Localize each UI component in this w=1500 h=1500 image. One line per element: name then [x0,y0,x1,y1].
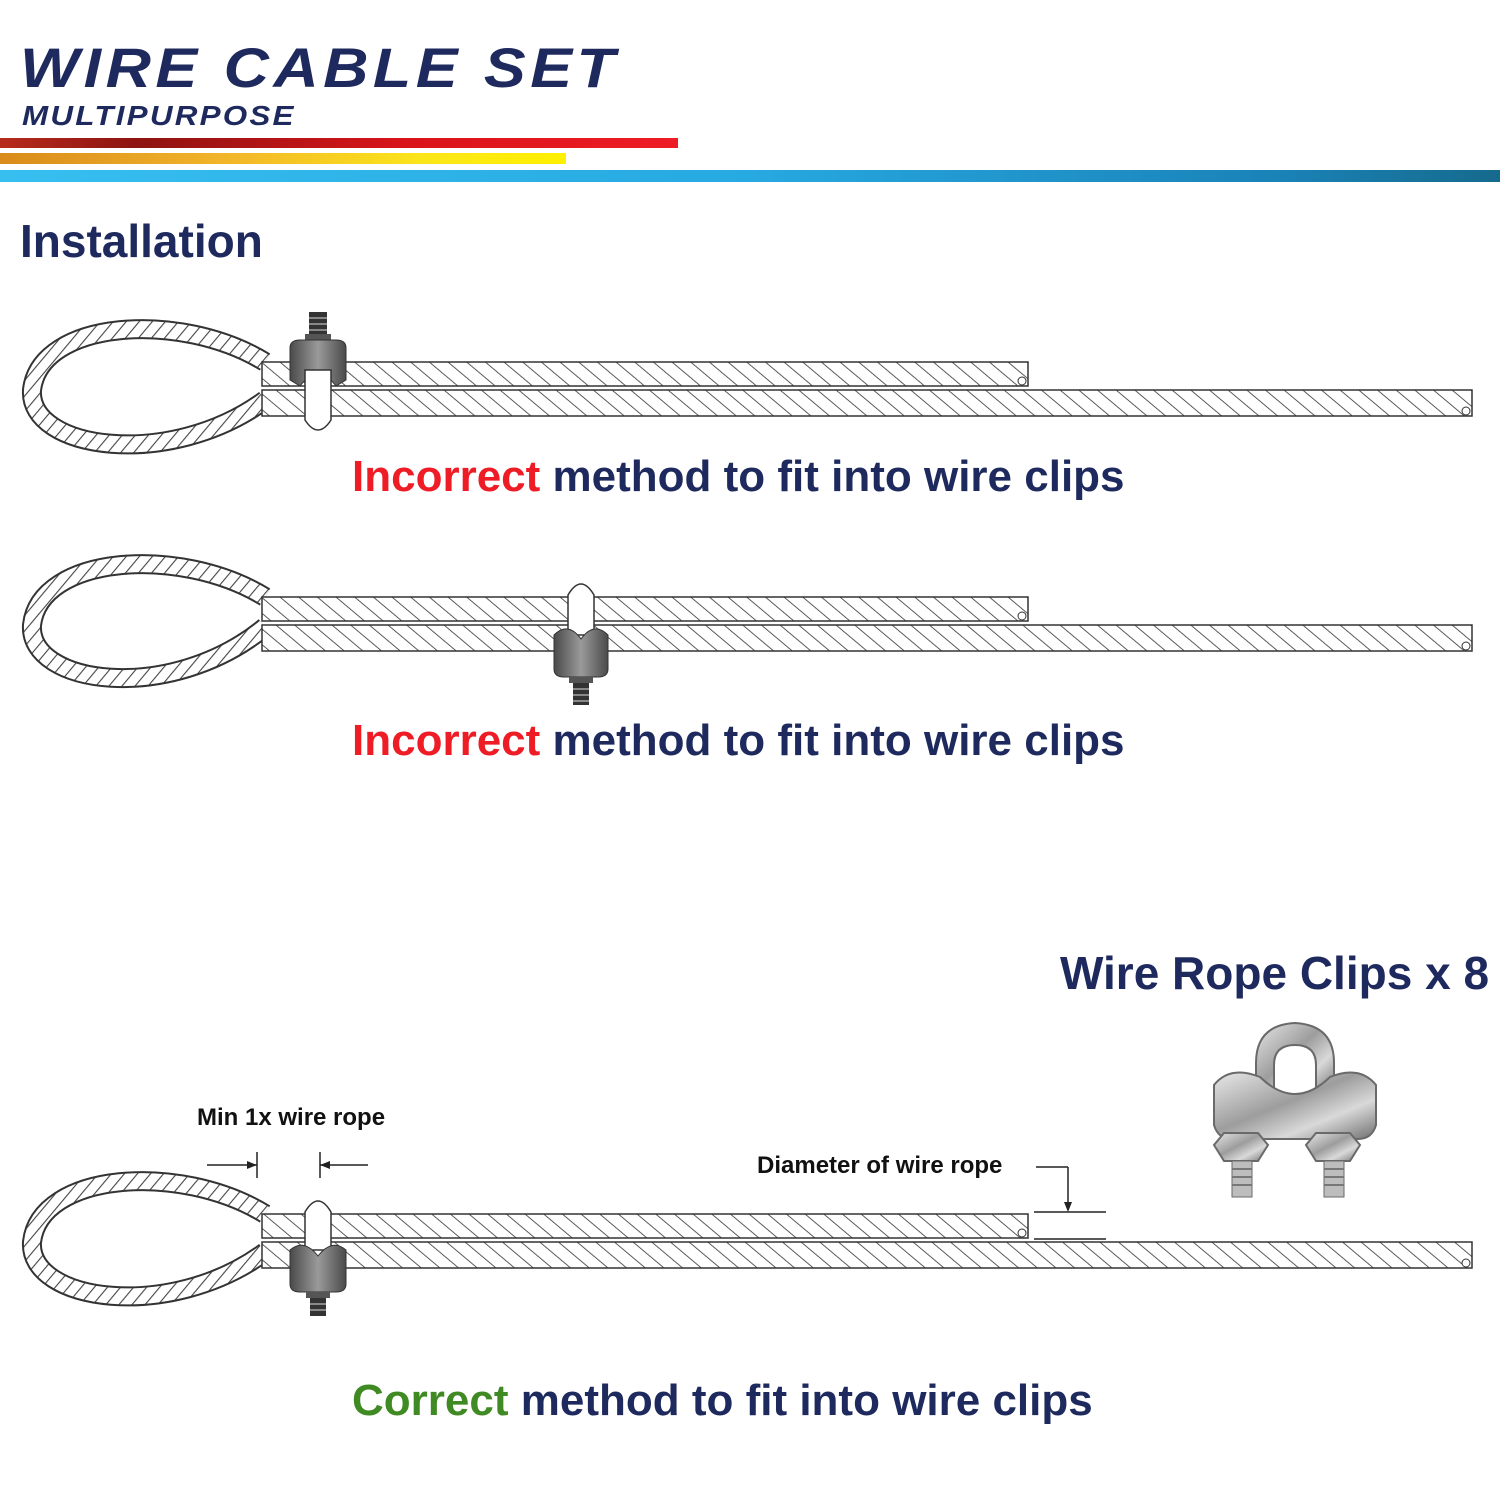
section-title: Installation [20,215,263,267]
min-spacing-label: Min 1x wire rope [197,1104,386,1131]
product-label: Wire Rope Clips x 8 [1060,947,1490,999]
rope-loop [22,1171,271,1307]
caption-1: Incorrect method to fit into wire clips [352,452,1125,502]
diameter-dimension-marker [1034,1166,1106,1240]
caption-3: Correct method to fit into wire clips [352,1376,1093,1426]
brand-subtitle: MULTIPURPOSE [22,100,296,131]
status-incorrect-1: Incorrect [352,452,541,501]
spacing-dimension-marker [207,1152,368,1178]
dead-end-rope [261,596,1029,622]
caption-2: Incorrect method to fit into wire clips [352,716,1125,766]
status-correct: Correct [352,1376,509,1425]
header-stripe-red [0,138,678,148]
caption-text-1: method to fit into wire clips [540,452,1125,501]
diameter-label: Diameter of wire rope [757,1152,1003,1179]
caption-text-2: method to fit into wire clips [540,716,1125,765]
brand-title: WIRE CABLE SET [20,36,620,99]
wire-rope-clip-image [1212,1021,1377,1198]
dead-end-rope [261,1213,1029,1239]
live-end-rope [261,624,1473,652]
rope-loop [22,319,271,455]
caption-text-3: method to fit into wire clips [508,1376,1093,1425]
incorrect-rope-diagram-1 [22,312,1473,455]
wire-clip-icon [289,1200,347,1316]
rope-loop [22,554,272,689]
header-stripe-blue [0,170,1500,182]
live-end-rope [261,389,1473,417]
status-incorrect-2: Incorrect [352,716,541,765]
incorrect-rope-diagram-2 [22,554,1473,705]
dead-end-rope [261,361,1029,387]
wire-clip-icon [289,312,347,431]
wire-clip-icon [553,583,609,705]
correct-rope-diagram [22,1152,1473,1316]
header-stripe-yellow [0,153,566,164]
live-end-rope [261,1241,1473,1269]
